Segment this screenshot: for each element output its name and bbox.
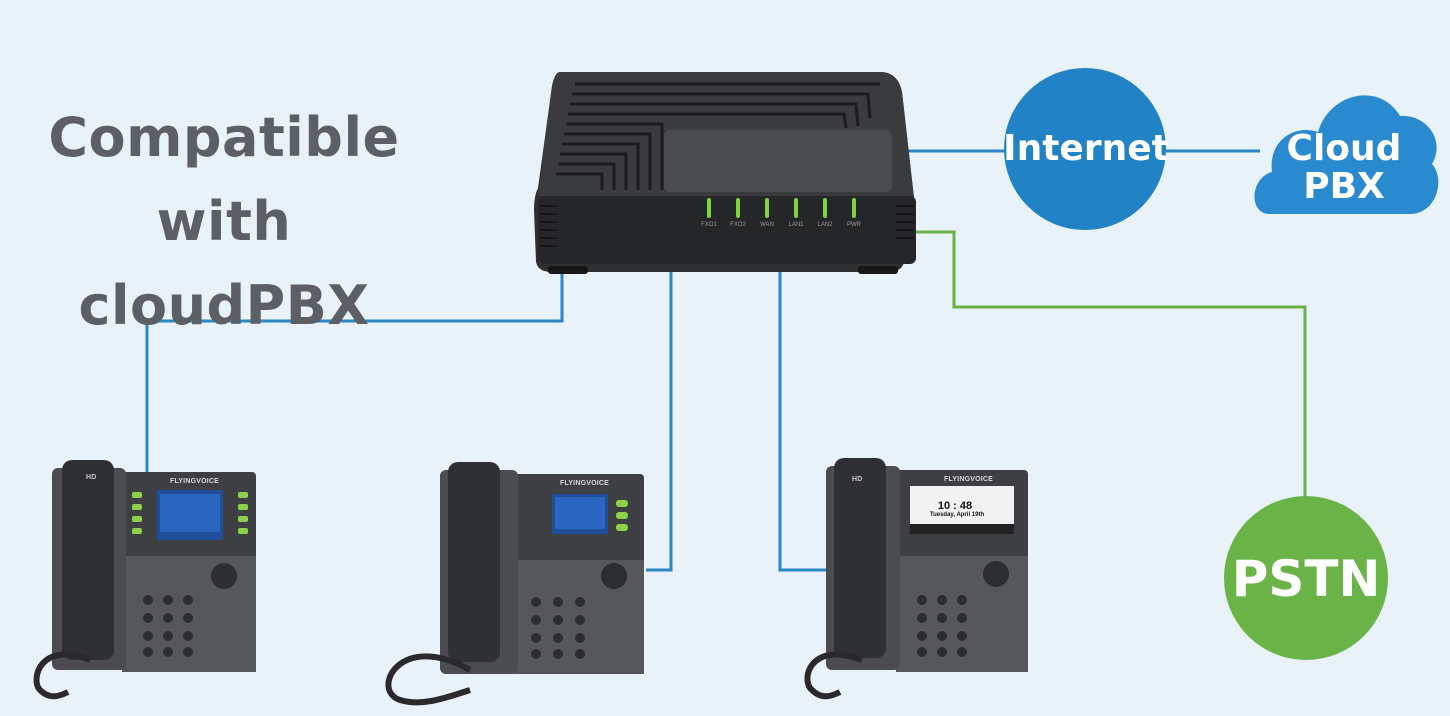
phone3-hd-mark: HD xyxy=(852,476,863,483)
port-label-fxo2: FXO2 xyxy=(730,222,746,228)
ip-phone-icon xyxy=(385,462,644,706)
ip-phone-icon xyxy=(33,460,256,700)
cloud-pbx-label-line-2: PBX xyxy=(1303,166,1385,207)
phone1-brand: FLYINGVOICE xyxy=(170,478,220,485)
connection-lines xyxy=(145,149,1307,572)
headline-line-2: with cloudPBX xyxy=(78,190,370,337)
phone2-brand: FLYINGVOICE xyxy=(560,480,610,487)
voip-gateway-icon xyxy=(534,72,916,274)
phone3-brand: FLYINGVOICE xyxy=(944,476,994,483)
phone3-screen-time: 10 : 48 xyxy=(937,500,973,512)
led-icon xyxy=(707,198,856,218)
port-label-fxo1: FXO1 xyxy=(701,222,717,228)
pstn-node xyxy=(1224,496,1388,660)
cloud-pbx-label: Cloud PBX xyxy=(1258,130,1430,206)
port-label-lan1: LAN1 xyxy=(788,222,804,228)
port-label-wan: WAN xyxy=(760,222,774,228)
link-gateway-phone2 xyxy=(646,270,673,572)
headline-line-1: Compatible xyxy=(48,106,400,169)
cloud-pbx-label-line-1: Cloud xyxy=(1286,128,1402,169)
link-gateway-pstn xyxy=(912,230,1307,500)
link-gateway-phone3 xyxy=(778,270,828,572)
phone3-screen-date: Tuesday, April 19th xyxy=(929,512,985,518)
link-gateway-phone1 xyxy=(145,270,564,474)
cloud-icon xyxy=(1254,95,1439,214)
port-label-pwr: PWR xyxy=(847,222,861,228)
pstn-label: PSTN xyxy=(1231,550,1381,608)
internet-label: Internet xyxy=(1003,128,1169,169)
headline: Compatible with cloudPBX xyxy=(14,96,434,348)
port-label-lan2: LAN2 xyxy=(817,222,833,228)
ip-phone-icon xyxy=(804,458,1028,700)
phone1-hd-mark: HD xyxy=(86,474,97,481)
internet-node xyxy=(1004,68,1166,230)
